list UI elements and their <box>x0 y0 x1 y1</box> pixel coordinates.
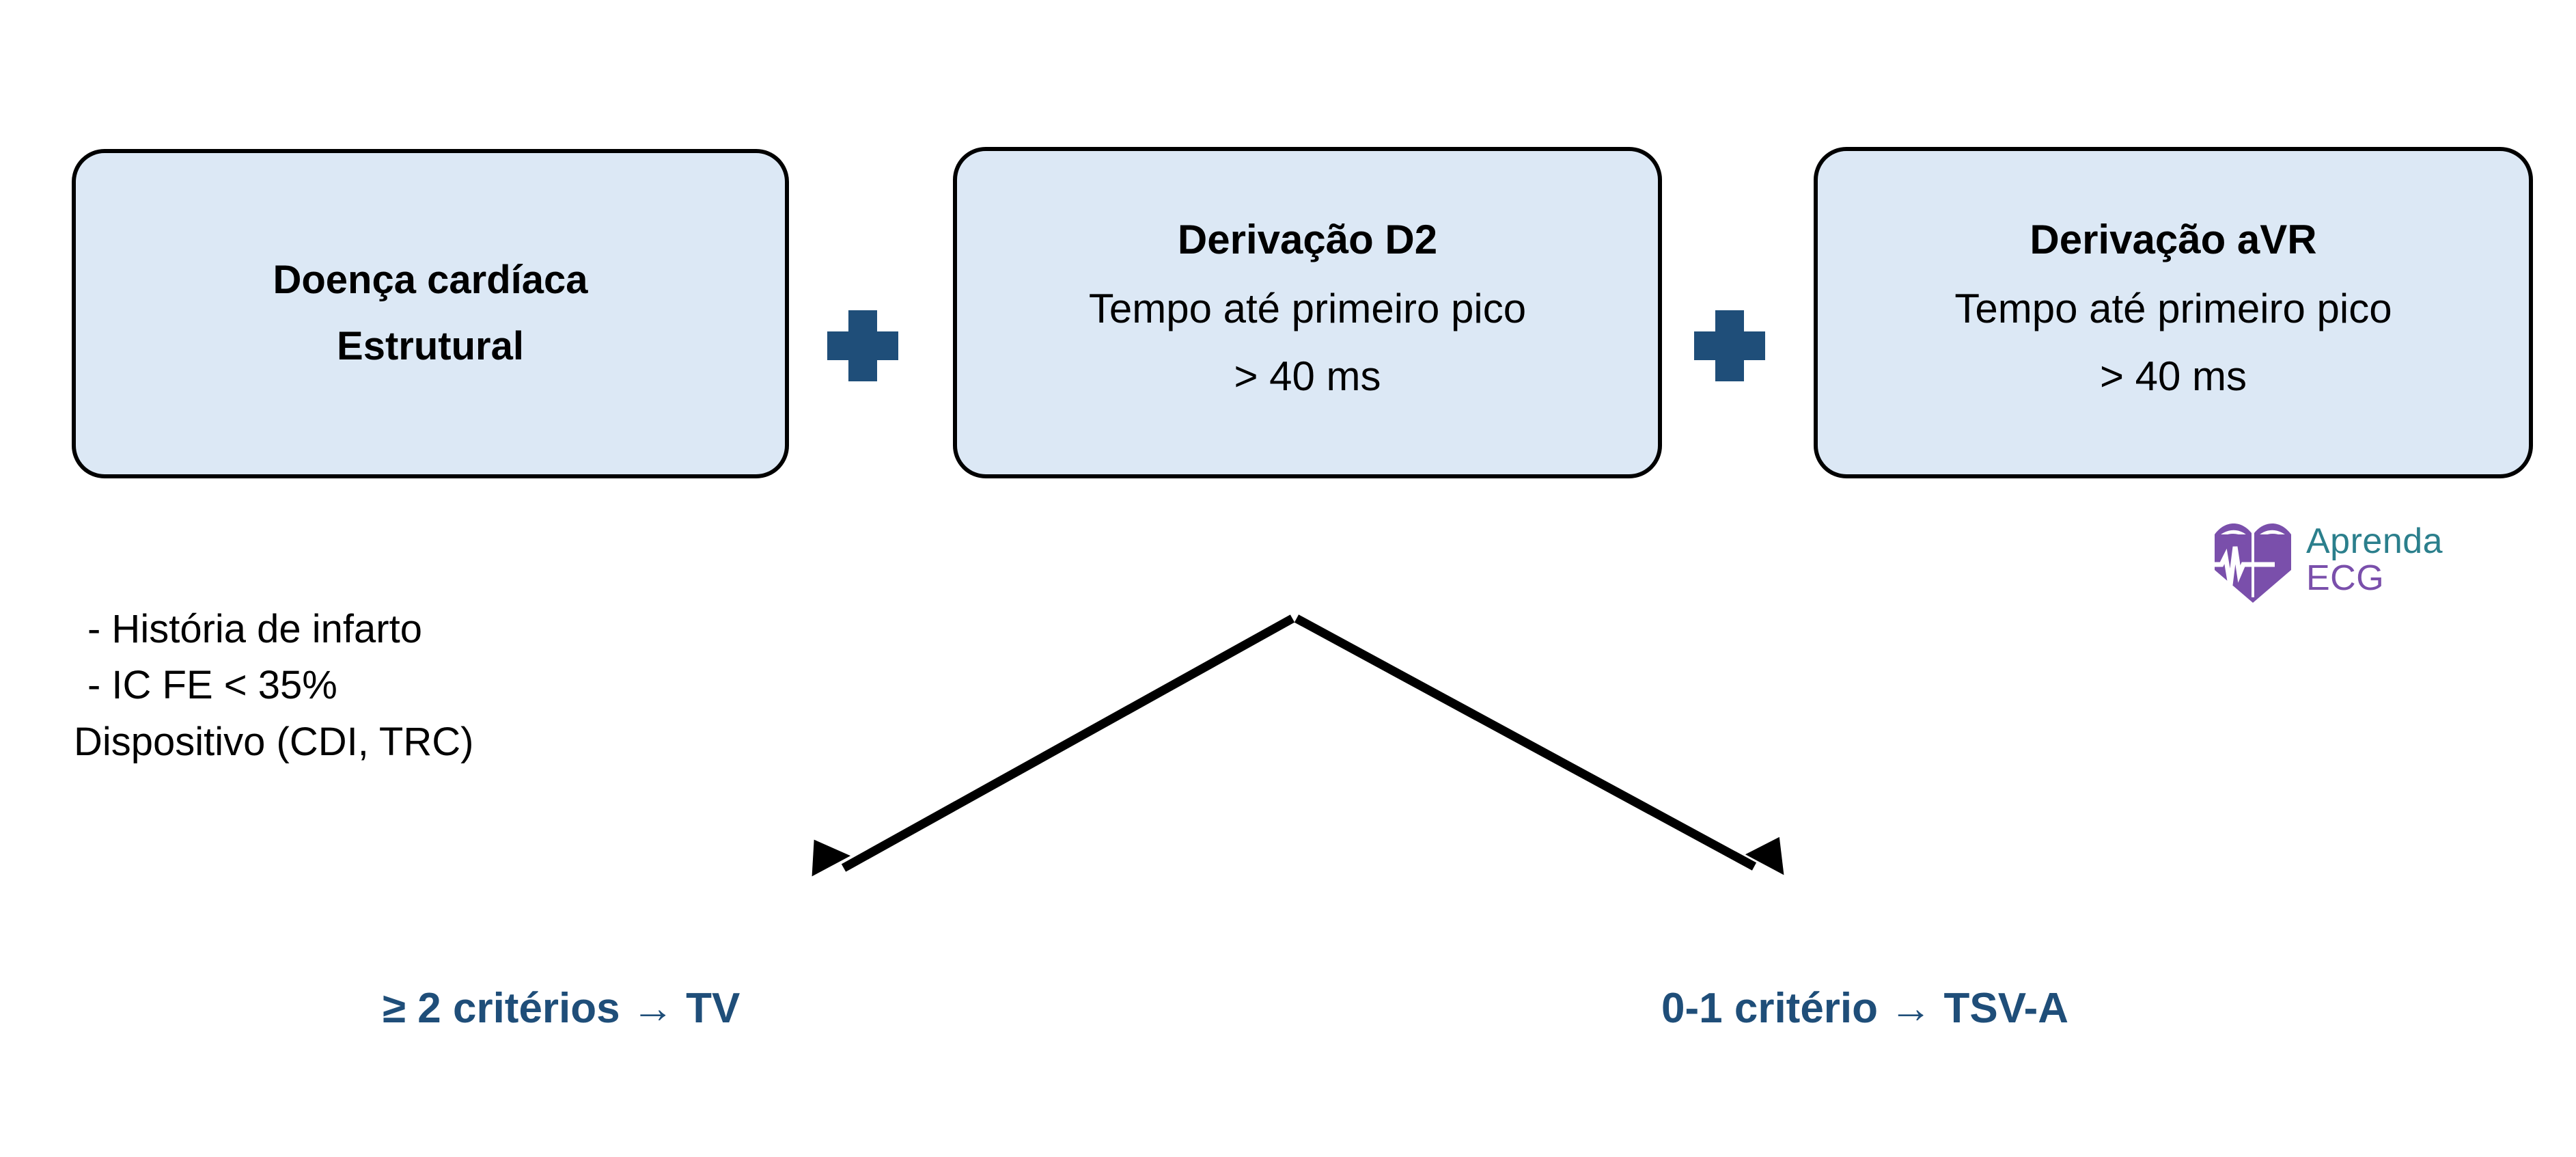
criteria-box-avr-line-2: Tempo até primeiro pico <box>1954 285 2392 331</box>
criteria-box-structural-line-2: Estrutural <box>337 324 524 368</box>
criteria-box-structural-line-1: Doença cardíaca <box>273 258 588 303</box>
branch-arrowhead-right <box>1745 836 1784 875</box>
branch-arrows <box>812 614 1784 877</box>
branch-line-right <box>1294 614 1757 871</box>
branch-line-left <box>841 614 1295 872</box>
plus-icon-vertical-bar <box>1715 310 1744 381</box>
criteria-list-item-ef: - IC FE < 35% <box>87 663 337 708</box>
outcome-label-svt: 0-1 critério → TSV-A <box>1661 985 2069 1032</box>
criteria-box-lead-d2: Derivação D2 Tempo até primeiro pico > 4… <box>953 147 1662 478</box>
criteria-box-structural-disease: Doença cardíaca Estrutural <box>72 149 789 478</box>
criteria-box-d2-line-3: > 40 ms <box>1234 353 1381 400</box>
criteria-list-item-device: Dispositivo (CDI, TRC) <box>74 719 474 764</box>
criteria-box-d2-line-2: Tempo até primeiro pico <box>1088 285 1527 331</box>
branch-arrowhead-left <box>812 839 851 877</box>
outcome-label-vt: ≥ 2 critérios → TV <box>383 985 740 1032</box>
criteria-box-avr-line-3: > 40 ms <box>2099 353 2247 400</box>
brand-word-ecg: ECG <box>2306 558 2385 598</box>
plus-icon <box>1689 297 1784 393</box>
criteria-list-item-infarction: - História de infarto <box>87 607 422 651</box>
criteria-box-d2-title: Derivação D2 <box>1177 216 1438 262</box>
brand-wordmark: Aprenda ECG <box>2306 523 2443 596</box>
plus-icon-vertical-bar <box>848 310 877 381</box>
criteria-box-lead-avr: Derivação aVR Tempo até primeiro pico > … <box>1814 147 2533 478</box>
book-heart-ecg-icon <box>2213 523 2291 603</box>
brand-word-aprenda: Aprenda <box>2306 521 2443 562</box>
criteria-box-avr-title: Derivação aVR <box>2030 216 2317 262</box>
structural-disease-criteria-list: - História de infarto - IC FE < 35% Disp… <box>74 601 771 770</box>
brand-logo: Aprenda ECG <box>2212 514 2540 606</box>
plus-icon <box>822 297 917 393</box>
